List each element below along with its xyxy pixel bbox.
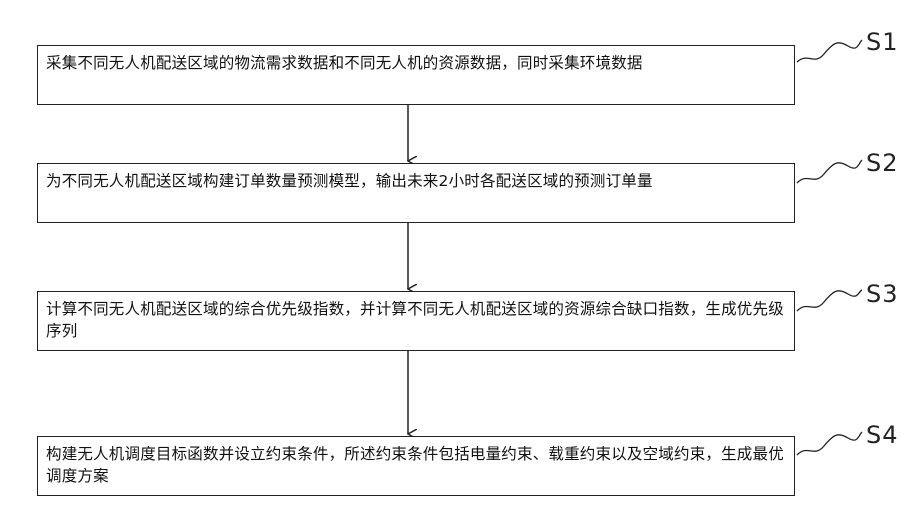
- step-label-s4: S4: [866, 423, 899, 447]
- leader-line-s1: [797, 40, 862, 62]
- step-text-s2: 为不同无人机配送区域构建订单数量预测模型，输出未来2小时各配送区域的预测订单量: [46, 172, 653, 190]
- step-text-s3: 计算不同无人机配送区域的综合优先级指数，并计算不同无人机配送区域的资源综合缺口指…: [46, 300, 784, 340]
- step-text-s4: 构建无人机调度目标函数并设立约束条件，所述约束条件包括电量约束、载重约束以及空域…: [46, 445, 784, 485]
- step-label-s3: S3: [866, 282, 899, 306]
- leader-line-s2: [797, 160, 862, 183]
- leader-line-s3: [797, 290, 862, 311]
- step-box-s1: 采集不同无人机配送区域的物流需求数据和不同无人机的资源数据，同时采集环境数据: [37, 45, 795, 105]
- step-text-s1: 采集不同无人机配送区域的物流需求数据和不同无人机的资源数据，同时采集环境数据: [46, 54, 643, 72]
- step-label-s1: S1: [866, 30, 899, 54]
- step-box-s2: 为不同无人机配送区域构建订单数量预测模型，输出未来2小时各配送区域的预测订单量: [37, 163, 795, 223]
- step-box-s4: 构建无人机调度目标函数并设立约束条件，所述约束条件包括电量约束、载重约束以及空域…: [37, 436, 795, 496]
- step-label-s2: S2: [866, 151, 899, 175]
- step-box-s3: 计算不同无人机配送区域的综合优先级指数，并计算不同无人机配送区域的资源综合缺口指…: [37, 291, 795, 351]
- leader-line-s4: [797, 432, 862, 455]
